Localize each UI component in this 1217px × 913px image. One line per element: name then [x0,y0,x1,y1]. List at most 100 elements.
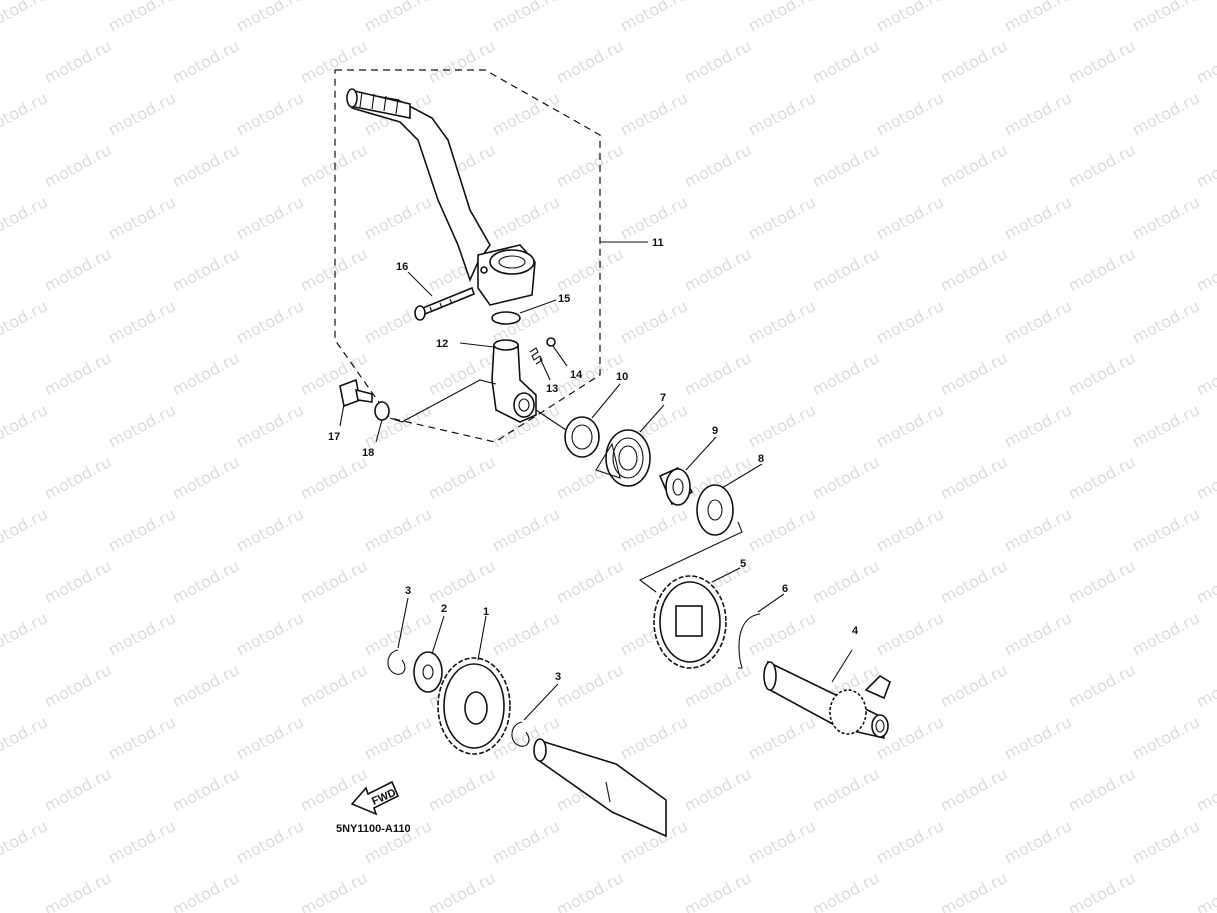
watermark-text: motod.ru [1129,608,1203,659]
oil-seal-10 [564,416,600,458]
watermark-text: motod.ru [617,0,691,36]
watermark-text: motod.ru [937,452,1011,503]
watermark-text: motod.ru [41,452,115,503]
watermark-text: motod.ru [1001,296,1075,347]
fwd-label: FWD [370,787,398,808]
kick-crank-boss [477,244,536,306]
watermark-text: motod.ru [1129,88,1203,139]
watermark-text: motod.ru [105,192,179,243]
watermark-text: motod.ru [41,556,115,607]
watermark-text: motod.ru [297,868,371,913]
leader-8 [721,463,763,489]
kick-crank-lever [346,88,491,283]
watermark-text: motod.ru [937,556,1011,607]
watermark-text: motod.ru [1129,504,1203,555]
watermark-text: motod.ru [1193,556,1217,607]
watermark-text: motod.ru [0,296,51,347]
watermark-text: motod.ru [553,36,627,87]
watermark-text: motod.ru [0,816,51,867]
watermark-text: motod.ru [41,140,115,191]
watermark-text: motod.ru [745,400,819,451]
watermark-text: motod.ru [105,0,179,36]
watermark-text: motod.ru [809,244,883,295]
watermark-text: motod.ru [745,0,819,36]
watermark-text: motod.ru [553,244,627,295]
watermark-text: motod.ru [1065,36,1139,87]
watermark-text: motod.ru [489,608,563,659]
callout-14: 14 [570,369,583,381]
watermark-text: motod.ru [745,88,819,139]
watermark-text: motod.ru [425,348,499,399]
callout-13: 13 [546,383,558,395]
watermark-text: motod.ru [745,816,819,867]
watermark-text: motod.ru [937,868,1011,913]
watermark-text: motod.ru [1001,0,1075,36]
watermark-text: motod.ru [489,0,563,36]
leader-12 [459,342,495,348]
watermark-text: motod.ru [105,296,179,347]
watermark-text: motod.ru [489,192,563,243]
watermark-text: motod.ru [0,400,51,451]
watermark-text: motod.ru [937,348,1011,399]
watermark-text: motod.ru [1065,348,1139,399]
watermark-text: motod.ru [169,868,243,913]
leader-3-right [523,683,559,721]
torsion-spring-7 [595,429,651,487]
o-ring-15 [491,311,521,325]
leader-8-5-assembly [638,521,743,593]
watermark-text: motod.ru [809,140,883,191]
watermark-text: motod.ru [361,608,435,659]
leader-17-18-assembly [389,379,497,423]
watermark-text: motod.ru [0,0,51,36]
watermark-text: motod.ru [873,400,947,451]
watermark-text: motod.ru [1193,36,1217,87]
watermark-text: motod.ru [169,452,243,503]
watermark-text: motod.ru [361,296,435,347]
leader-14 [552,345,568,367]
watermark-text: motod.ru [105,88,179,139]
watermark-text: motod.ru [1001,400,1075,451]
watermark-text: motod.ru [809,348,883,399]
watermark-text: motod.ru [681,868,755,913]
watermark-text: motod.ru [297,244,371,295]
callout-4: 4 [852,625,859,637]
watermark-text: motod.ru [361,400,435,451]
ball-14 [546,337,556,347]
watermark-text: motod.ru [1001,608,1075,659]
watermark-text: motod.ru [1193,452,1217,503]
watermark-text: motod.ru [425,868,499,913]
washer-2 [413,651,443,693]
watermark-text: motod.ru [873,608,947,659]
leader-13 [539,357,551,381]
leader-18 [375,419,383,443]
watermark-text: motod.ru [681,764,755,815]
callout-18: 18 [362,447,374,459]
watermark-text: motod.ru [41,660,115,711]
leader-1 [477,615,487,661]
watermark-text: motod.ru [937,140,1011,191]
callout-17: 17 [328,431,340,443]
watermark-text: motod.ru [361,0,435,36]
watermark-text: motod.ru [489,504,563,555]
watermark-text: motod.ru [873,296,947,347]
watermark-text: motod.ru [0,504,51,555]
shaft-line-10 [535,409,567,431]
watermark-text: motod.ru [873,192,947,243]
callout-10: 10 [616,371,628,383]
washer-18 [374,401,390,421]
leader-5 [711,567,741,583]
watermark-text: motod.ru [617,504,691,555]
kick-gear-5 [653,575,727,669]
watermark-text: motod.ru [105,504,179,555]
watermark-text: motod.ru [105,608,179,659]
watermark-text: motod.ru [1065,556,1139,607]
leader-16 [407,271,433,297]
watermark-text: motod.ru [617,192,691,243]
watermark-text: motod.ru [361,192,435,243]
watermark-text: motod.ru [553,140,627,191]
watermark-text: motod.ru [1129,400,1203,451]
watermark-text: motod.ru [169,244,243,295]
watermark-text: motod.ru [425,36,499,87]
leader-7 [639,404,665,433]
